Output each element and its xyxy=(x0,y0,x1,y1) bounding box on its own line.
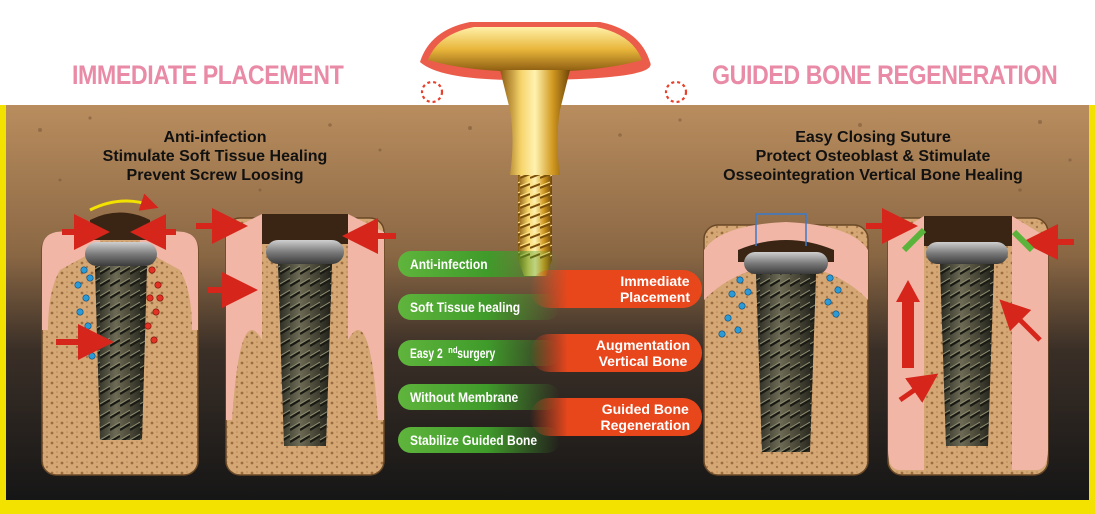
benefit-stabilize-guided-bone: Stabilize Guided Bone xyxy=(398,427,560,453)
caption-left-line-2: Stimulate Soft Tissue Healing xyxy=(102,148,328,165)
panel-gbr-1 xyxy=(703,213,869,476)
panel-gbr-2 xyxy=(866,208,1074,476)
caption-right-line-2: Protect Osteoblast & Stimulate xyxy=(755,148,991,165)
caption-right-line-3: Osseointegration Vertical Bone Healing xyxy=(723,167,1023,184)
detail-circle-right xyxy=(664,80,688,104)
caption-left-line-3: Prevent Screw Loosing xyxy=(126,167,304,184)
panel-immediate-1 xyxy=(41,193,199,476)
caption-left-line-1: Anti-infection xyxy=(163,129,267,146)
header-immediate-placement: IMMEDIATE PLACEMENT xyxy=(72,60,344,90)
caption-right: Easy Closing Suture Protect Osteoblast &… xyxy=(698,128,1048,185)
panel-immediate-2 xyxy=(196,208,396,476)
header-guided-bone-regeneration: GUIDED BONE REGENERATION xyxy=(712,60,1058,90)
healing-abutment xyxy=(420,22,651,276)
caption-left: Anti-infection Stimulate Soft Tissue Hea… xyxy=(70,128,360,185)
detail-circle-left xyxy=(420,80,444,104)
benefit-anti-infection: Anti-infection xyxy=(398,251,560,277)
caption-right-line-1: Easy Closing Suture xyxy=(795,129,951,146)
